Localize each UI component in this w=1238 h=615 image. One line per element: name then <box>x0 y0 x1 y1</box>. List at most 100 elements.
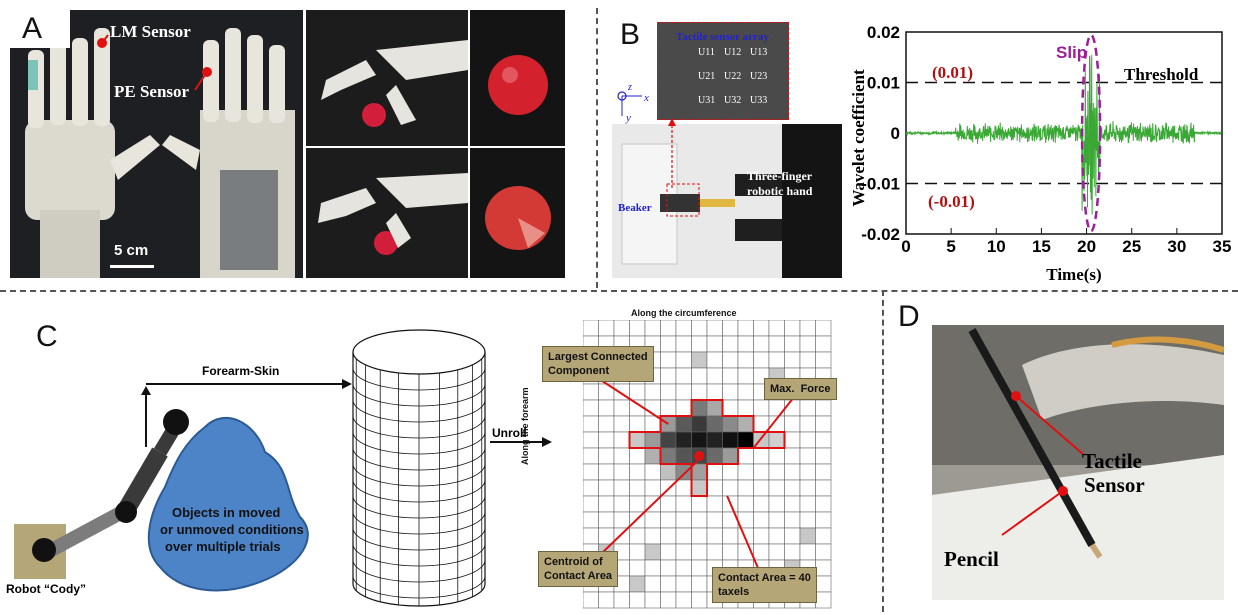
taxel-cell <box>737 399 754 417</box>
taxel-cell <box>706 320 723 337</box>
taxel-cell <box>722 479 739 497</box>
sensor-cell-u11: U11 <box>698 47 715 58</box>
slip-label: Slip <box>1056 43 1087 62</box>
max-force-label: Max. Force <box>770 383 831 395</box>
taxel-cell <box>784 320 801 337</box>
taxel-cell <box>753 479 770 497</box>
taxel-cell <box>737 351 754 369</box>
taxel-cell <box>784 415 801 433</box>
taxel-cell <box>815 543 832 561</box>
taxel-cell <box>737 431 754 449</box>
taxel-cell <box>753 399 770 417</box>
taxel-cell <box>660 367 677 385</box>
array-connector <box>668 118 676 188</box>
sensor-cell-u22: U22 <box>724 71 742 82</box>
taxel-cell <box>737 335 754 353</box>
taxel-cell <box>799 335 816 353</box>
taxel-cell <box>799 511 816 529</box>
taxel-cell <box>644 575 661 593</box>
taxel-cell <box>737 367 754 385</box>
objects-label-1: Objects in moved <box>172 505 281 520</box>
taxel-cell <box>644 463 661 481</box>
x-tick-label: 20 <box>1077 237 1096 256</box>
max-force-arrow <box>752 391 799 449</box>
taxel-cell <box>598 463 615 481</box>
taxel-cell <box>613 320 630 337</box>
taxel-cell <box>675 399 692 417</box>
tomato-photo-bottom <box>470 148 565 278</box>
chart-xlabel: Time(s) <box>1046 265 1101 284</box>
taxel-cell <box>644 431 661 449</box>
separator-top <box>0 290 1238 292</box>
taxel-cell <box>583 495 599 513</box>
centroid-line-2: Contact Area <box>544 570 613 582</box>
sensor-cell-u21: U21 <box>698 71 716 82</box>
taxel-cell <box>675 415 692 433</box>
taxel-cell <box>753 527 770 545</box>
pencil-label: Pencil <box>944 547 999 571</box>
taxel-cell <box>737 320 754 337</box>
taxel-cell <box>691 431 708 449</box>
taxel-cell <box>737 463 754 481</box>
taxel-cell <box>784 447 801 465</box>
taxel-cell <box>706 543 723 561</box>
taxel-cell <box>722 351 739 369</box>
taxel-cell <box>660 527 677 545</box>
hand-photo-left: A LM Sensor PE Sensor 5 cm <box>10 10 303 278</box>
taxel-cell <box>691 527 708 545</box>
taxel-cell <box>706 527 723 545</box>
taxel-cell <box>583 463 599 481</box>
taxel-cell <box>799 415 816 433</box>
taxel-cell <box>660 591 677 609</box>
scale-bar-label: 5 cm <box>114 242 149 259</box>
threshold-label: Threshold <box>1124 65 1199 84</box>
taxel-cell <box>722 415 739 433</box>
taxel-cell <box>644 527 661 545</box>
gripper-photo-bottom <box>306 148 468 278</box>
taxel-cell <box>660 383 677 401</box>
taxel-cell <box>675 367 692 385</box>
taxel-cell <box>799 543 816 561</box>
taxel-cell <box>753 351 770 369</box>
taxel-cell <box>784 351 801 369</box>
x-tick-label: 15 <box>1032 237 1051 256</box>
taxel-cell <box>691 367 708 385</box>
taxel-cell <box>722 431 739 449</box>
chart-ylabel: Wavelet coefficient <box>849 69 868 207</box>
x-tick-label: 25 <box>1122 237 1141 256</box>
panel-letter-d: D <box>898 300 920 333</box>
taxel-cell <box>583 447 599 465</box>
taxel-cell <box>675 320 692 337</box>
taxel-cell <box>644 559 661 577</box>
taxel-cell <box>629 559 646 577</box>
taxel-cell <box>706 335 723 353</box>
taxel-cell <box>768 320 785 337</box>
taxel-cell <box>722 383 739 401</box>
taxel-cell <box>644 591 661 609</box>
axes-indicator <box>617 91 642 116</box>
sensor-cell-u31: U31 <box>698 95 716 106</box>
taxel-cell <box>629 495 646 513</box>
taxel-cell <box>660 399 677 417</box>
taxel-cell <box>784 463 801 481</box>
taxel-cell <box>598 479 615 497</box>
taxel-cell <box>799 463 816 481</box>
taxel-cell <box>768 511 785 529</box>
taxel-cell <box>675 431 692 449</box>
taxel-cell <box>706 431 723 449</box>
unroll-label: Unroll <box>492 426 527 440</box>
taxel-cell <box>583 383 599 401</box>
taxel-cell <box>629 463 646 481</box>
taxel-cell <box>660 559 677 577</box>
taxel-cell <box>629 320 646 337</box>
taxel-cell <box>815 495 832 513</box>
taxel-cell <box>660 495 677 513</box>
forearm-cylinder <box>352 329 486 607</box>
taxel-cell <box>629 431 646 449</box>
taxel-cell <box>799 527 816 545</box>
taxel-cell <box>691 399 708 417</box>
taxel-cell <box>613 479 630 497</box>
taxel-cell <box>691 495 708 513</box>
taxel-cell <box>598 415 615 433</box>
